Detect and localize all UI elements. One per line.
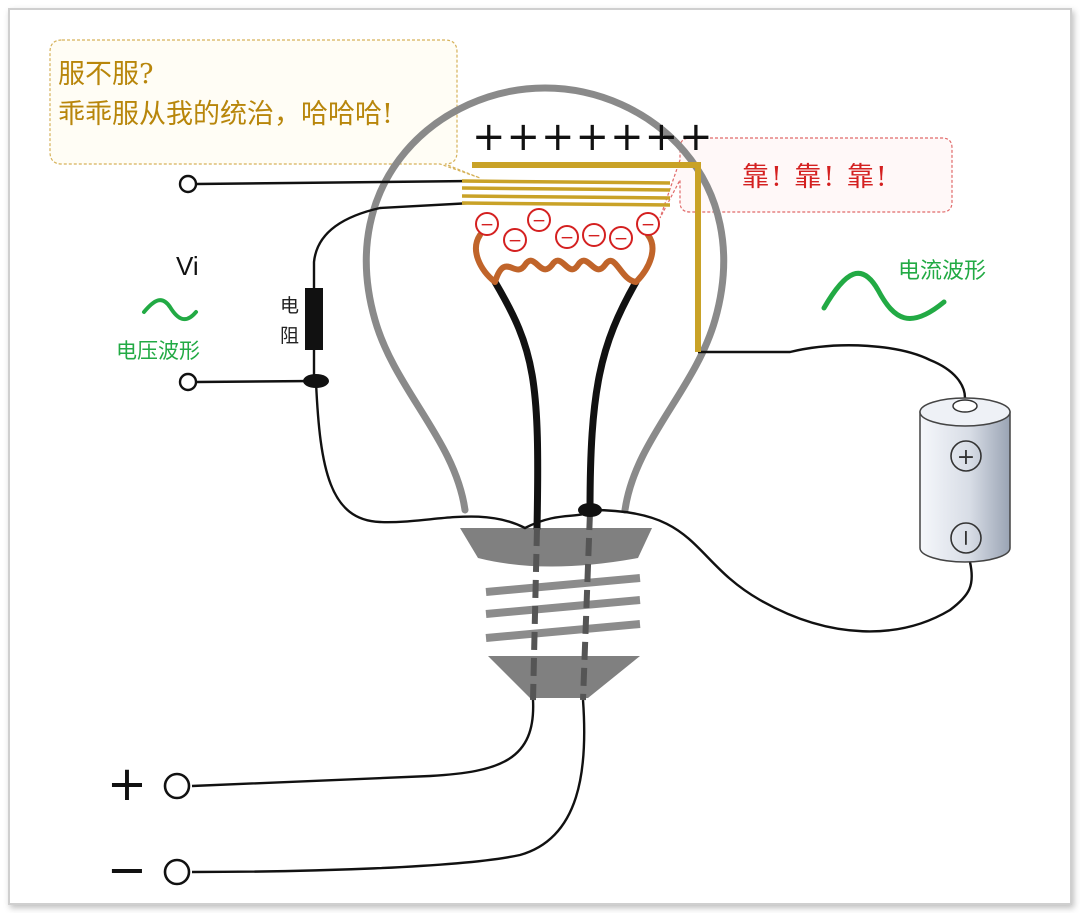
- bulb-glass: [362, 84, 728, 514]
- callout-left-line1: 服不服?: [58, 59, 153, 90]
- power-terminal-minus: [163, 858, 191, 886]
- screw-thread-2: [485, 596, 641, 618]
- input-terminal-top: [178, 174, 198, 194]
- power-minus-sign: −: [107, 842, 147, 898]
- resistor-label-2: 阻: [280, 325, 299, 347]
- wire-grid-to-resistor: [312, 201, 473, 288]
- battery-minus-sign: −: [953, 529, 978, 547]
- screw-thread-3: [485, 620, 641, 642]
- bulb-base-top: [460, 528, 652, 567]
- current-waveform: [821, 270, 947, 321]
- svg-text:−: −: [508, 231, 522, 251]
- callout-left-line2: 乖乖服从我的统治，哈哈哈!: [58, 99, 393, 130]
- wire-cathode-to-battery-neg: [591, 508, 973, 633]
- wire-base-to-minus-terminal: [191, 699, 586, 874]
- electron: −: [503, 228, 527, 252]
- filament-coil: [473, 232, 656, 285]
- wire-top-terminal: [195, 179, 473, 186]
- bulb-base-tip: [488, 656, 640, 698]
- svg-text:−: −: [532, 211, 546, 231]
- lead-through-base-right: [580, 511, 593, 701]
- control-grid: [461, 179, 671, 207]
- electron: −: [636, 212, 660, 236]
- circuit-wires: [191, 179, 973, 874]
- electron: −: [609, 226, 633, 250]
- callout-left-box: [49, 39, 481, 179]
- vi-label: Vi: [176, 251, 199, 281]
- svg-text:−: −: [560, 228, 574, 248]
- electron: −: [475, 212, 499, 236]
- current-waveform-label: 电流波形: [898, 259, 986, 284]
- battery-plus-sign: +: [957, 445, 975, 470]
- voltage-waveform: [142, 298, 198, 322]
- junction-dot-cathode: [578, 503, 602, 517]
- svg-text:−: −: [587, 226, 601, 246]
- battery: + −: [919, 397, 1011, 563]
- electrons: − − − − − − −: [475, 208, 660, 252]
- electron: −: [582, 223, 606, 247]
- anode-plate: [472, 162, 701, 352]
- svg-text:−: −: [480, 215, 494, 235]
- resistor: [305, 288, 323, 350]
- cathode-leg-left: [491, 278, 542, 532]
- wire-mid-terminal: [195, 379, 315, 384]
- svg-text:−: −: [641, 215, 655, 235]
- electron: −: [527, 208, 551, 232]
- lead-through-base-left: [530, 527, 540, 701]
- cathode-leg-right: [586, 278, 640, 516]
- resistor-label-1: 电: [280, 295, 299, 317]
- wire-plate-to-battery-pos: [698, 344, 967, 399]
- screw-thread-1: [485, 574, 641, 596]
- wire-base-to-plus-terminal: [191, 699, 535, 788]
- electron: −: [555, 225, 579, 249]
- callout-right-text: 靠! 靠! 靠!: [742, 162, 889, 193]
- power-terminal-plus: [163, 772, 191, 800]
- junction-dot-resistor: [303, 374, 329, 388]
- voltage-waveform-label: 电压波形: [116, 339, 200, 363]
- power-plus-sign: +: [107, 756, 147, 812]
- svg-text:−: −: [614, 229, 628, 249]
- input-terminal-bottom: [178, 372, 198, 392]
- plate-positive-charges: +++++++: [472, 114, 714, 160]
- wire-resistor-to-cathode: [314, 381, 593, 530]
